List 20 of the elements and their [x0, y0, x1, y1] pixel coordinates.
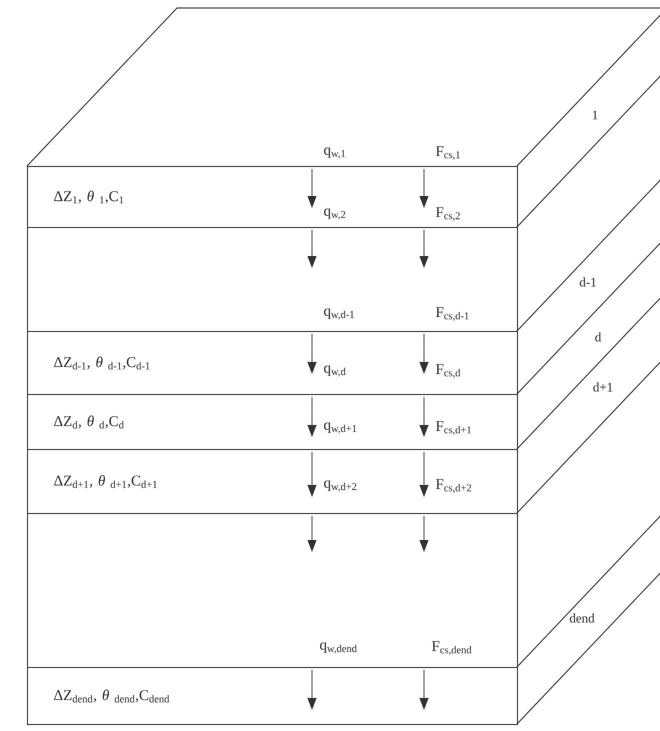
- flux-label: F$_{cs,d+1}$: [436, 421, 471, 435]
- layer-number: d+1: [593, 382, 612, 392]
- flux-label: q$_{w,d}$: [324, 365, 346, 377]
- flux-label: q$_{w,2}$: [324, 208, 346, 220]
- flux-label: F$_{cs,d}$: [436, 364, 460, 378]
- layer-number: dend: [570, 613, 594, 623]
- flux-label: F$_{cs,dend}$: [432, 641, 472, 655]
- layer-number: 1: [592, 110, 598, 120]
- layer-number: d: [595, 332, 602, 342]
- layer-box: ΔZ$_{dend}$, θ $_{dend}$,C$_{dend}$: [27, 667, 518, 725]
- flux-label: F$_{cs,2}$: [436, 207, 460, 221]
- flux-label: q$_{w,d+2}$: [324, 480, 356, 492]
- layer-box: [27, 513, 518, 668]
- flux-label: F$_{cs,d+2}$: [436, 479, 472, 493]
- layer-number: d-1: [580, 277, 596, 287]
- flux-label: q$_{w,dend}$: [320, 642, 357, 654]
- flux-label: q$_{w,d-1}$: [324, 308, 354, 320]
- layer-box: [27, 227, 518, 332]
- flux-label: q$_{w,d+1}$: [324, 422, 356, 434]
- flux-label: F$_{cs,d-1}$: [436, 307, 469, 321]
